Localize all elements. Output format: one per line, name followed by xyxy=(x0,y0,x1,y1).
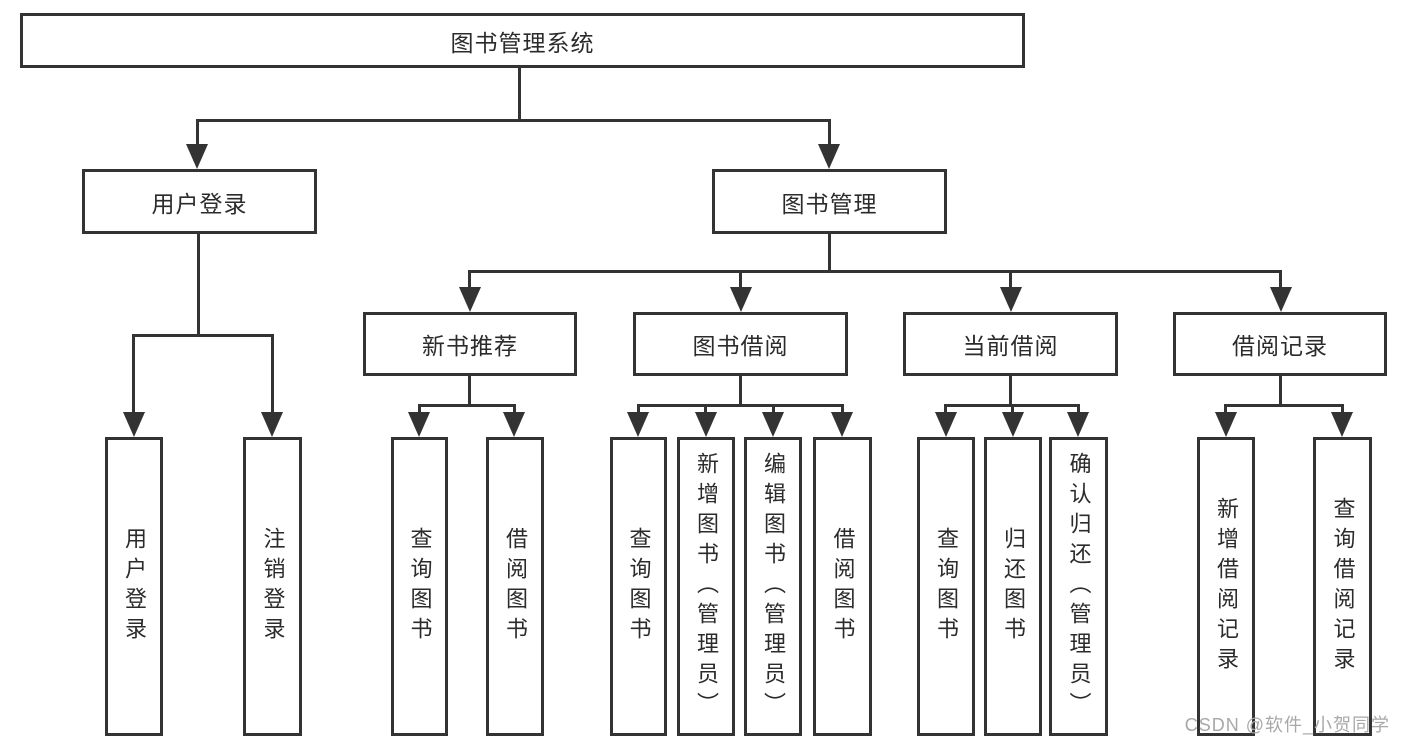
arrow-down-icon xyxy=(123,412,145,437)
leaf-label: 查询借阅记录 xyxy=(1330,496,1356,677)
connector-borrow-records-rail xyxy=(1224,404,1344,407)
arrow-down-icon xyxy=(935,412,957,437)
connector-drop-leaf xyxy=(944,404,947,416)
connector-drop-borrow-records xyxy=(1279,270,1282,290)
leaf-query-books-current: 查询图书 xyxy=(917,437,975,736)
arrow-down-icon xyxy=(818,144,840,169)
connector-root-stem xyxy=(518,67,521,122)
arrow-down-icon xyxy=(730,287,752,312)
node-book-borrow: 图书借阅 xyxy=(633,312,848,376)
arrow-down-icon xyxy=(695,412,717,437)
leaf-borrow-books-recommend: 借阅图书 xyxy=(486,437,544,736)
node-borrow-records: 借阅记录 xyxy=(1173,312,1387,376)
connector-book-management-rail xyxy=(469,270,1282,273)
leaf-query-books-recommend: 查询图书 xyxy=(391,437,448,736)
leaf-label: 借阅图书 xyxy=(503,526,528,647)
arrow-down-icon xyxy=(1000,287,1022,312)
node-current-borrow: 当前借阅 xyxy=(903,312,1118,376)
node-book-management: 图书管理 xyxy=(712,169,947,234)
leaf-add-borrow-record: 新增借阅记录 xyxy=(1197,437,1255,736)
connector-drop-leaf xyxy=(1077,404,1080,416)
leaf-label: 用户登录 xyxy=(122,526,147,647)
leaf-label: 编辑图书（管理员） xyxy=(761,451,786,722)
arrow-down-icon xyxy=(627,412,649,437)
leaf-label: 新增图书（管理员） xyxy=(694,451,719,722)
connector-drop-leaf xyxy=(1011,404,1014,416)
leaf-label: 新增借阅记录 xyxy=(1214,496,1239,677)
node-label: 借阅记录 xyxy=(1232,333,1328,359)
connector-user-login-stem xyxy=(197,233,200,337)
node-user-login: 用户登录 xyxy=(82,169,317,234)
arrow-down-icon xyxy=(1002,412,1024,437)
leaf-query-books-borrow: 查询图书 xyxy=(610,437,667,736)
connector-drop-leaf xyxy=(772,404,775,416)
leaf-add-books-admin: 新增图书（管理员） xyxy=(677,437,735,736)
node-new-book-recommend: 新书推荐 xyxy=(363,312,577,376)
leaf-label: 查询图书 xyxy=(934,526,959,647)
arrow-down-icon xyxy=(1215,412,1237,437)
connector-drop-current-borrow xyxy=(1009,270,1012,290)
connector-drop-leaf xyxy=(132,334,135,414)
leaf-label: 确认归还（管理员） xyxy=(1066,451,1092,722)
connector-book-management-stem xyxy=(828,233,831,273)
csdn-watermark: CSDN @软件_小贺同学 xyxy=(1184,715,1390,735)
connector-new-book-stem xyxy=(468,375,471,407)
arrow-down-icon xyxy=(503,412,525,437)
connector-current-borrow-stem xyxy=(1009,375,1012,407)
leaf-query-borrow-record: 查询借阅记录 xyxy=(1313,437,1372,736)
leaf-label: 借阅图书 xyxy=(830,526,856,647)
node-label: 新书推荐 xyxy=(422,333,518,359)
connector-user-login-rail xyxy=(132,334,274,337)
leaf-edit-books-admin: 编辑图书（管理员） xyxy=(744,437,802,736)
connector-book-borrow-rail xyxy=(637,404,844,407)
connector-drop-leaf xyxy=(637,404,640,416)
node-library-management-system: 图书管理系统 xyxy=(20,13,1025,68)
node-label: 图书管理 xyxy=(781,190,878,217)
leaf-borrow-books-borrow: 借阅图书 xyxy=(813,437,872,736)
leaf-label: 查询图书 xyxy=(407,526,433,647)
node-label: 当前借阅 xyxy=(962,333,1059,359)
connector-drop-book-borrow xyxy=(739,270,742,290)
connector-drop-user-login xyxy=(196,119,199,147)
leaf-confirm-return-admin: 确认归还（管理员） xyxy=(1049,437,1108,736)
connector-drop-leaf xyxy=(841,404,844,416)
leaf-user-login: 用户登录 xyxy=(105,437,163,736)
connector-root-rail xyxy=(196,119,831,122)
connector-drop-leaf xyxy=(513,404,516,416)
arrow-down-icon xyxy=(1067,412,1089,437)
leaf-return-books: 归还图书 xyxy=(984,437,1042,736)
connector-book-borrow-stem xyxy=(739,375,742,407)
arrow-down-icon xyxy=(408,412,430,437)
arrow-down-icon xyxy=(762,412,784,437)
arrow-down-icon xyxy=(1331,412,1353,437)
node-label: 图书借阅 xyxy=(692,333,789,359)
connector-drop-leaf xyxy=(1341,404,1344,416)
arrow-down-icon xyxy=(459,287,481,312)
node-label: 用户登录 xyxy=(151,190,248,217)
connector-new-book-rail xyxy=(418,404,516,407)
connector-borrow-records-stem xyxy=(1279,375,1282,407)
leaf-label: 注销登录 xyxy=(260,526,286,647)
connector-drop-new-book xyxy=(468,270,471,290)
leaf-label: 查询图书 xyxy=(626,526,652,647)
connector-drop-leaf xyxy=(704,404,707,416)
connector-drop-leaf xyxy=(418,404,421,416)
leaf-logout: 注销登录 xyxy=(243,437,302,736)
arrow-down-icon xyxy=(261,412,283,437)
node-label: 图书管理系统 xyxy=(450,29,595,56)
arrow-down-icon xyxy=(831,412,853,437)
arrow-down-icon xyxy=(1270,287,1292,312)
connector-drop-leaf xyxy=(271,334,274,414)
connector-drop-leaf xyxy=(1224,404,1227,416)
leaf-label: 归还图书 xyxy=(1001,526,1026,647)
arrow-down-icon xyxy=(186,144,208,169)
connector-drop-book-management xyxy=(828,119,831,147)
